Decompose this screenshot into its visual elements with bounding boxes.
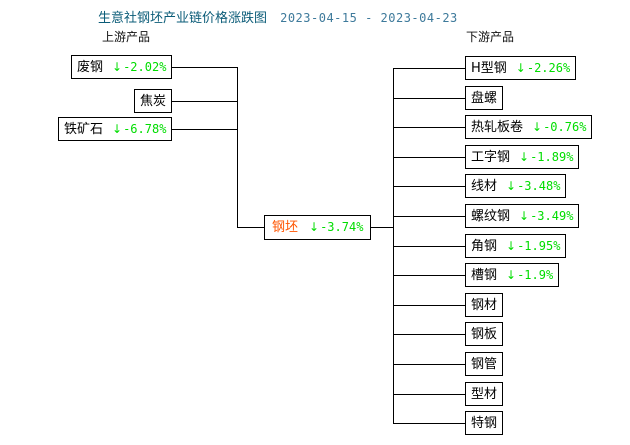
upstream-node-change-value: -6.78% <box>123 121 167 136</box>
downstream-node-2[interactable]: 盘螺 <box>465 86 504 110</box>
downstream-node-8[interactable]: 槽钢 ↓-1.9% <box>465 263 560 287</box>
downstream-connector-13 <box>393 423 465 424</box>
downstream-node-label: 钢材 <box>471 297 498 313</box>
downstream-connector-4 <box>393 157 465 158</box>
upstream-to-center-connector <box>237 227 264 228</box>
downstream-connector-11 <box>393 364 465 365</box>
downstream-connector-5 <box>393 186 465 187</box>
title-text: 生意社钢坯产业链价格涨跌图 <box>98 11 268 26</box>
upstream-node-3[interactable]: 铁矿石 ↓-6.78% <box>58 117 173 141</box>
downstream-node-label: 型材 <box>471 386 498 402</box>
downstream-node-4[interactable]: 工字钢 ↓-1.89% <box>465 145 580 169</box>
arrow-down-icon: ↓ <box>112 59 123 74</box>
upstream-node-1[interactable]: 废钢 ↓-2.02% <box>71 55 173 79</box>
upstream-node-change: ↓-2.02% <box>112 59 167 74</box>
downstream-node-change-value: -1.89% <box>530 149 574 164</box>
downstream-node-change-value: -1.95% <box>517 238 561 253</box>
downstream-node-change: ↓-2.26% <box>515 60 571 75</box>
downstream-bus-line <box>393 68 394 423</box>
downstream-node-13[interactable]: 特钢 <box>465 411 504 435</box>
downstream-node-3[interactable]: 热轧板卷 ↓-0.76% <box>465 115 593 139</box>
downstream-node-5[interactable]: 线材 ↓-3.48% <box>465 174 567 198</box>
upstream-connector-1 <box>172 67 237 68</box>
upstream-node-change-value: -2.02% <box>123 59 167 74</box>
downstream-node-1[interactable]: H型钢 ↓-2.26% <box>465 56 577 80</box>
arrow-down-icon: ↓ <box>112 121 123 136</box>
arrow-down-icon: ↓ <box>515 60 526 75</box>
downstream-node-label: 盘螺 <box>471 90 498 106</box>
downstream-node-label: 工字钢 <box>471 149 511 165</box>
arrow-down-icon: ↓ <box>519 208 530 223</box>
downstream-node-change-value: -3.49% <box>530 208 574 223</box>
upstream-node-label: 焦炭 <box>140 93 167 109</box>
arrow-down-icon: ↓ <box>506 178 517 193</box>
downstream-node-label: 特钢 <box>471 415 498 431</box>
downstream-node-label: 钢板 <box>471 326 498 342</box>
arrow-down-icon: ↓ <box>506 238 517 253</box>
downstream-connector-12 <box>393 394 465 395</box>
downstream-node-change: ↓-1.95% <box>506 238 561 253</box>
downstream-node-7[interactable]: 角钢 ↓-1.95% <box>465 234 567 258</box>
arrow-down-icon: ↓ <box>532 119 543 134</box>
downstream-node-change: ↓-1.9% <box>506 267 554 282</box>
downstream-node-label: 线材 <box>471 178 498 194</box>
arrow-down-icon: ↓ <box>309 220 320 234</box>
downstream-connector-6 <box>393 216 465 217</box>
center-node-change-value: -3.74% <box>320 220 364 234</box>
downstream-connector-7 <box>393 246 465 247</box>
downstream-node-change-value: -1.9% <box>517 267 554 282</box>
downstream-connector-1 <box>393 68 465 69</box>
downstream-node-label: H型钢 <box>471 60 507 76</box>
downstream-node-change: ↓-3.49% <box>519 208 574 223</box>
downstream-node-6[interactable]: 螺纹钢 ↓-3.49% <box>465 204 580 228</box>
upstream-node-change: ↓-6.78% <box>112 121 167 136</box>
downstream-connector-3 <box>393 127 465 128</box>
downstream-column-header: 下游产品 <box>466 30 515 44</box>
downstream-node-change-value: -3.48% <box>517 178 561 193</box>
arrow-down-icon: ↓ <box>519 149 530 164</box>
downstream-node-label: 钢管 <box>471 356 498 372</box>
downstream-node-change: ↓-0.76% <box>532 119 587 134</box>
downstream-node-change: ↓-1.89% <box>519 149 574 164</box>
downstream-node-label: 角钢 <box>471 238 498 254</box>
downstream-node-9[interactable]: 钢材 <box>465 293 504 317</box>
upstream-connector-3 <box>172 129 237 130</box>
downstream-node-11[interactable]: 钢管 <box>465 352 504 376</box>
downstream-node-label: 螺纹钢 <box>471 208 511 224</box>
arrow-down-icon: ↓ <box>506 267 517 282</box>
downstream-connector-2 <box>393 98 465 99</box>
center-to-downstream-connector <box>371 227 393 228</box>
downstream-node-12[interactable]: 型材 <box>465 382 504 406</box>
upstream-node-2[interactable]: 焦炭 <box>134 89 173 113</box>
downstream-connector-10 <box>393 334 465 335</box>
center-node-change: ↓-3.74% <box>309 221 363 234</box>
upstream-bus-line <box>237 67 238 227</box>
downstream-connector-8 <box>393 275 465 276</box>
upstream-node-label: 铁矿石 <box>64 121 104 137</box>
downstream-node-change-value: -2.26% <box>526 60 571 75</box>
downstream-connector-9 <box>393 305 465 306</box>
downstream-node-change-value: -0.76% <box>543 119 587 134</box>
page-title: 生意社钢坯产业链价格涨跌图 2023-04-15 - 2023-04-23 <box>98 9 458 27</box>
date-range-text: 2023-04-15 - 2023-04-23 <box>280 11 458 25</box>
downstream-node-change: ↓-3.48% <box>506 178 561 193</box>
upstream-node-label: 废钢 <box>77 59 104 75</box>
downstream-node-10[interactable]: 钢板 <box>465 322 504 346</box>
downstream-node-label: 热轧板卷 <box>471 119 524 135</box>
upstream-connector-2 <box>172 101 237 102</box>
center-node-steel-billet[interactable]: 钢坯 ↓-3.74% <box>264 215 372 240</box>
center-node-label: 钢坯 <box>272 220 299 235</box>
downstream-node-label: 槽钢 <box>471 267 498 283</box>
upstream-column-header: 上游产品 <box>102 30 151 44</box>
